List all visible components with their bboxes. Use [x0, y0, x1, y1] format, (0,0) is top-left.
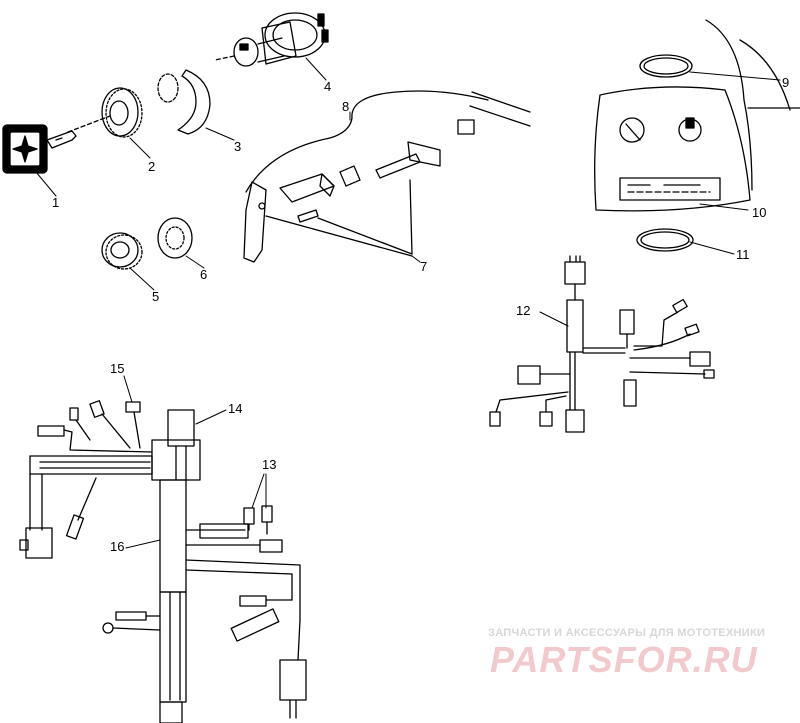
- ring-nut-part: [67, 87, 143, 138]
- callout-11: 11: [736, 247, 750, 262]
- main-harness-part: [19, 400, 307, 723]
- callout-16: 16: [110, 539, 125, 554]
- callout-1: 1: [52, 195, 60, 210]
- curved-seal-part: [157, 69, 211, 135]
- callout-6: 6: [200, 267, 208, 282]
- watermark-logo: PARTSFOR.RU: [490, 639, 758, 680]
- callout-2: 2: [148, 159, 156, 174]
- kill-switch-cable-part: [243, 90, 531, 263]
- ignition-switch-part: [214, 12, 329, 67]
- console-panel-part: [594, 19, 800, 252]
- callout-4: 4: [324, 79, 332, 94]
- callout-14: 14: [228, 401, 243, 416]
- callout-7: 7: [420, 259, 428, 274]
- callout-8: 8: [342, 99, 350, 114]
- callout-3: 3: [234, 139, 242, 154]
- leader-lines: [35, 57, 781, 549]
- callout-13: 13: [262, 457, 277, 472]
- callout-9: 9: [782, 75, 790, 90]
- small-harness-part: [489, 255, 715, 433]
- key-part: [2, 124, 77, 174]
- callout-12: 12: [516, 303, 531, 318]
- callout-5: 5: [152, 289, 160, 304]
- watermark-tagline: ЗАПЧАСТИ И АКСЕССУАРЫ ДЛЯ МОТОТЕХНИКИ: [488, 627, 766, 639]
- washers-part: [101, 217, 193, 270]
- callout-10: 10: [752, 205, 767, 220]
- callout-15: 15: [110, 361, 125, 376]
